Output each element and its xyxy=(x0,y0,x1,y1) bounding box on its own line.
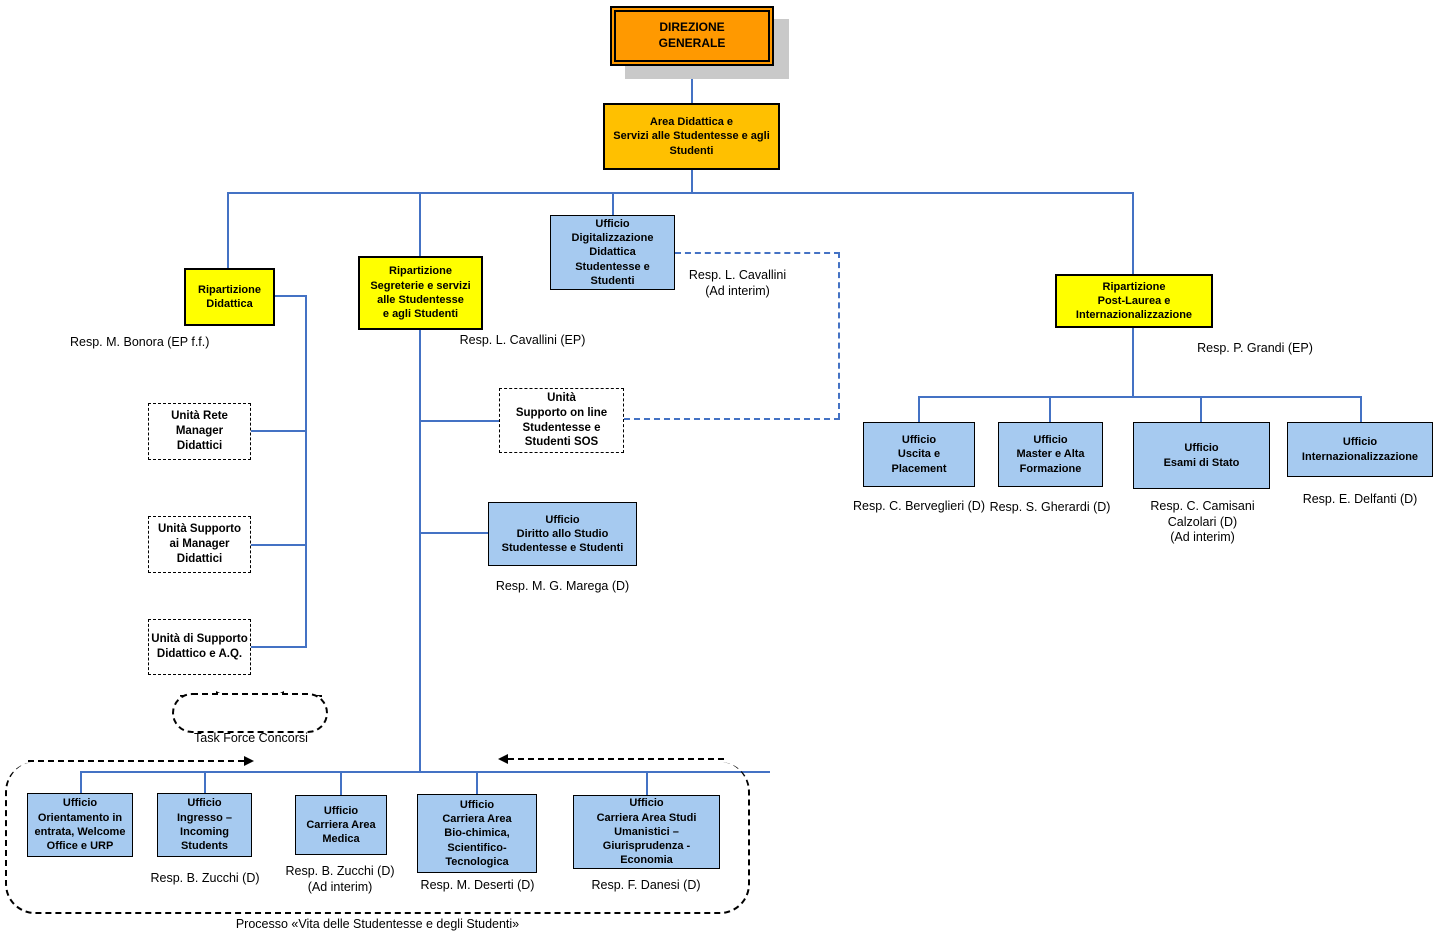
dashed-connector-to-sos xyxy=(624,418,840,420)
resp-label-uff-master: Resp. S. Gherardi (D) xyxy=(989,500,1111,514)
resp-label-rip-didattica: Resp. M. Bonora (EP f.f.) xyxy=(70,335,210,349)
arrow-left-icon xyxy=(498,754,508,764)
org-box-unita-supporto-manager: Unità Supporto ai Manager Didattici xyxy=(148,516,251,573)
connector-unita-sos xyxy=(419,420,499,422)
taskforce-ellipse xyxy=(172,693,328,733)
org-box-ufficio-orientamento: Ufficio Orientamento in entrata, Welcome… xyxy=(27,793,133,857)
dashed-connector-vertical xyxy=(838,252,840,419)
connector-unita-supporto-manager xyxy=(250,544,307,546)
org-box-ufficio-uscita-placement: Ufficio Uscita e Placement xyxy=(863,422,975,487)
connector-level1-horizontal xyxy=(227,192,1134,194)
resp-label-uff-umanistici: Resp. F. Danesi (D) xyxy=(591,878,701,892)
org-box-direzione-generale: DIREZIONE GENERALE xyxy=(610,6,774,66)
resp-label-uff-ingresso: Resp. B. Zucchi (D) xyxy=(150,871,260,885)
resp-label-rip-segreterie: Resp. L. Cavallini (EP) xyxy=(459,333,586,347)
resp-label-uff-medica: Resp. B. Zucchi (D) (Ad interim) xyxy=(285,864,395,894)
org-box-ufficio-carriera-biochimica: Ufficio Carriera Area Bio-chimica, Scien… xyxy=(417,794,537,873)
org-box-ufficio-diritto-studio: Ufficio Diritto allo Studio Studentesse … xyxy=(488,502,637,566)
dashed-connector-digitalizzazione-right xyxy=(675,252,840,254)
org-box-unita-sos: Unità Supporto on line Studentesse e Stu… xyxy=(499,388,624,453)
org-box-ripartizione-postlaurea: Ripartizione Post-Laurea e Internazional… xyxy=(1055,274,1213,328)
connector-drop-uff-digitalizzazione xyxy=(612,192,614,215)
connector-drop-uff-esami xyxy=(1200,396,1202,423)
arrow-right-icon xyxy=(244,756,254,766)
connector-drop-uff-orientamento xyxy=(80,771,82,793)
resp-label-uff-digitalizzazione: Resp. L. Cavallini (Ad interim) xyxy=(688,268,787,298)
connector-drop-rip-didattica xyxy=(227,192,229,268)
org-box-ripartizione-didattica: Ripartizione Didattica xyxy=(184,268,275,326)
connector-segreterie-trunk xyxy=(419,330,421,772)
org-box-ripartizione-segreterie: Ripartizione Segreterie e servizi alle S… xyxy=(358,256,483,330)
process-caption: Processo «Vita delle Studentesse e degli… xyxy=(235,917,520,931)
connector-bottom-horizontal xyxy=(80,771,770,773)
process-inflow-arrow-line xyxy=(28,760,244,762)
resp-label-uff-internazionalizzazione: Resp. E. Delfanti (D) xyxy=(1302,492,1418,506)
connector-drop-uff-master xyxy=(1049,396,1051,423)
org-box-unita-rete-manager: Unità Rete Manager Didattici xyxy=(148,403,251,460)
connector-left-spine xyxy=(305,295,307,648)
resp-label-uff-uscita: Resp. C. Berveglieri (D) xyxy=(853,499,985,513)
process-dashed-container xyxy=(5,762,750,914)
org-box-ufficio-ingresso: Ufficio Ingresso – Incoming Students xyxy=(157,793,252,857)
resp-label-uff-biochimica: Resp. M. Deserti (D) xyxy=(420,878,535,892)
connector-unita-supporto-aq xyxy=(250,646,307,648)
connector-uff-diritto xyxy=(419,532,488,534)
org-box-area-didattica: Area Didattica e Servizi alle Studentess… xyxy=(603,103,780,170)
process-return-arrow-line xyxy=(508,758,724,760)
org-box-ufficio-esami-stato: Ufficio Esami di Stato xyxy=(1133,422,1270,489)
org-box-ufficio-digitalizzazione: Ufficio Digitalizzazione Didattica Stude… xyxy=(550,215,675,290)
connector-direzione-area xyxy=(691,66,693,103)
resp-label-uff-esami: Resp. C. Camisani Calzolari (D) (Ad inte… xyxy=(1150,499,1255,545)
connector-rip-didattica-spine xyxy=(275,295,307,297)
org-box-unita-supporto-aq: Unità di Supporto Didattico e A.Q. xyxy=(148,619,251,675)
connector-postlaurea-trunk xyxy=(1132,328,1134,397)
org-box-ufficio-carriera-medica: Ufficio Carriera Area Medica xyxy=(295,795,387,855)
connector-drop-uff-uscita xyxy=(918,396,920,423)
connector-drop-rip-postlaurea xyxy=(1132,192,1134,274)
connector-postlaurea-horizontal xyxy=(918,396,1362,398)
taskforce-label: Task Force Concorsi xyxy=(194,731,308,745)
connector-drop-uff-medica xyxy=(340,771,342,795)
connector-drop-uff-ingresso xyxy=(204,771,206,793)
connector-drop-uff-internazionalizzazione xyxy=(1360,396,1362,423)
connector-drop-uff-biochimica xyxy=(476,771,478,794)
resp-label-uff-diritto: Resp. M. G. Marega (D) xyxy=(495,579,630,593)
connector-unita-rete xyxy=(250,430,307,432)
connector-area-trunk xyxy=(691,170,693,193)
org-box-ufficio-master: Ufficio Master e Alta Formazione xyxy=(998,422,1103,487)
resp-label-rip-postlaurea: Resp. P. Grandi (EP) xyxy=(1197,341,1313,355)
connector-drop-uff-umanistici xyxy=(646,771,648,795)
connector-drop-rip-segreterie xyxy=(419,192,421,256)
org-box-ufficio-carriera-umanistici: Ufficio Carriera Area Studi Umanistici –… xyxy=(573,795,720,869)
org-box-ufficio-internazionalizzazione: Ufficio Internazionalizzazione xyxy=(1287,422,1433,477)
